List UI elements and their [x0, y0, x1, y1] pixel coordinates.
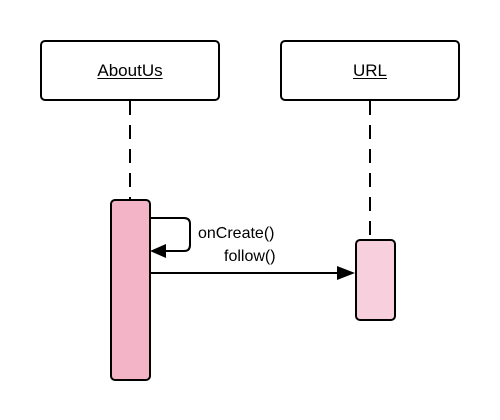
oncreate-self-call-line: [150, 217, 191, 252]
activation-bar-aboutus: [110, 199, 151, 381]
lifeline-box-url: URL: [280, 40, 460, 101]
lifeline-label-aboutus: AboutUs: [97, 60, 163, 80]
message-label-oncreate: onCreate(): [198, 225, 275, 242]
lifeline-label-url: URL: [352, 60, 387, 80]
lifeline-box-aboutus: AboutUs: [40, 40, 220, 101]
oncreate-arrowhead: [150, 244, 166, 258]
message-label-follow: follow(): [224, 248, 276, 265]
activation-bar-url: [355, 239, 396, 321]
follow-arrowhead: [337, 266, 355, 280]
